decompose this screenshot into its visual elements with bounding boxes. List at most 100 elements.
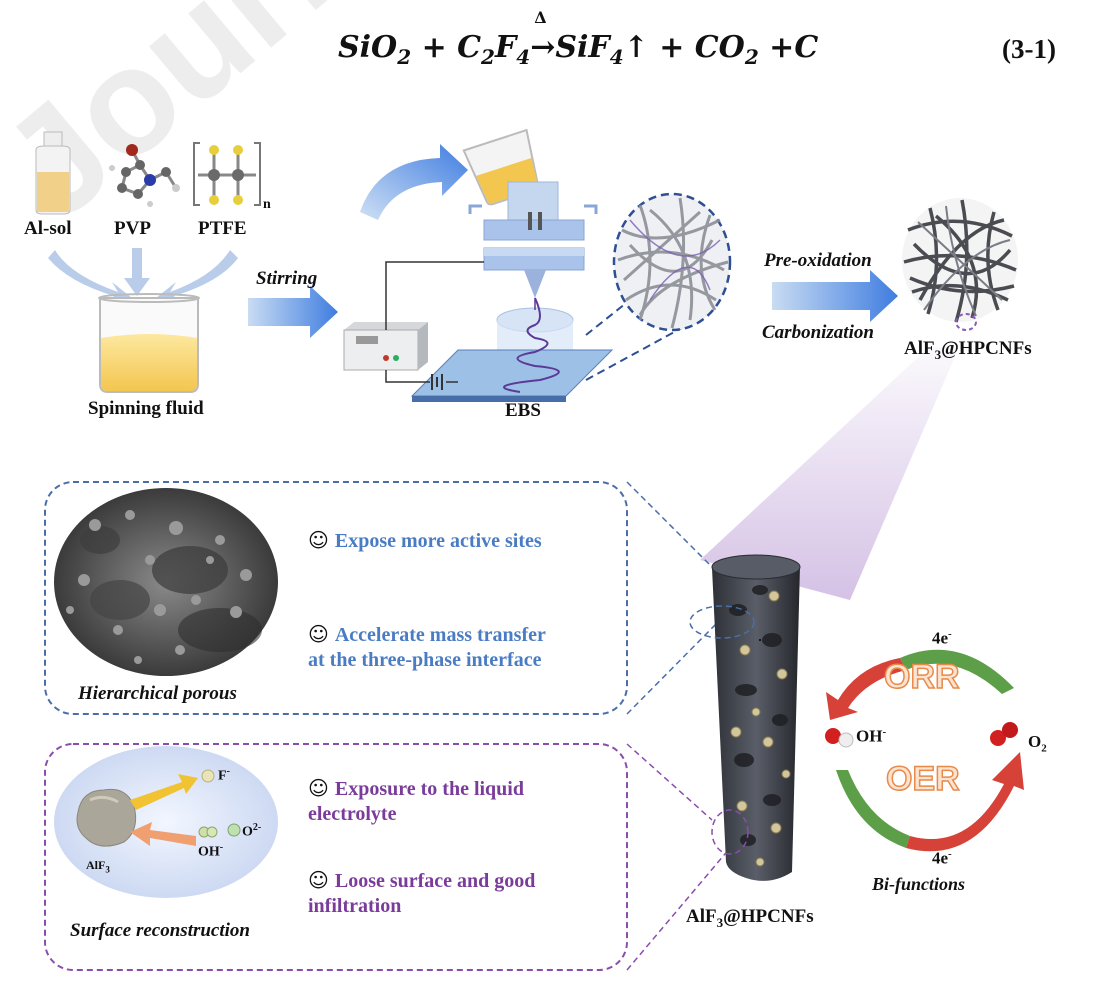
surface-point-1: ☺Exposure to the liquid electrolyte [308, 776, 524, 827]
label-alf3-particle: AlF3 [86, 858, 110, 874]
porous-point-2: ☺Accelerate mass transfer at the three-p… [308, 622, 546, 673]
label-oer: OER [885, 759, 960, 799]
oer-bottom-green-arc [836, 770, 910, 848]
text: Loose surface and good [334, 870, 536, 892]
text: AlF [86, 858, 106, 872]
carbonization-arrow [772, 270, 898, 322]
text: - [882, 726, 887, 738]
arrow-alsol [48, 250, 132, 304]
label-carbonization: Carbonization [762, 322, 874, 343]
pour-arrow [360, 144, 468, 220]
porous-connector [626, 619, 721, 715]
text: 3 [105, 864, 110, 875]
text: @HPCNFs [723, 906, 814, 927]
text: F [218, 768, 227, 784]
eq-sub: 2 [481, 45, 495, 69]
label-f-ion: F- [218, 766, 230, 785]
surface-reconstruction-image [54, 746, 278, 898]
eq-plus-c2: +C [758, 30, 819, 65]
eq-sub: 4 [609, 45, 624, 69]
orr-top-green-arc [900, 649, 1014, 694]
text: Expose more active sites [334, 530, 542, 552]
label-4e-bottom: 4e- [932, 848, 952, 869]
equation-number: (3-1) [1002, 34, 1056, 64]
porous-panel-frame [44, 481, 628, 715]
porous-point-1: ☺Expose more active sites [308, 528, 542, 554]
text: - [219, 842, 224, 853]
electrospinning-apparatus [343, 181, 614, 402]
pvp-molecule-icon [109, 144, 180, 207]
eq-sif: SiF [555, 30, 610, 65]
text: infiltration [308, 895, 402, 917]
oh-adsorb-arrow [130, 822, 196, 846]
smile-icon: ☺ [308, 528, 329, 552]
text: OH [856, 726, 883, 746]
eq-sub: 4 [516, 45, 531, 69]
label-pvp: PVP [114, 218, 151, 239]
label-ptfe: PTFE [198, 218, 247, 239]
eq-sub: 2 [397, 45, 412, 69]
eq-up-arrow: ↑ [623, 30, 649, 65]
ptfe-subscript: n [263, 197, 271, 212]
text: 4e [932, 628, 949, 648]
text: O [1028, 732, 1042, 751]
eq-sub: 2 [744, 45, 759, 69]
text: O [242, 824, 253, 840]
oer-red-arrowhead [906, 752, 1024, 852]
fiber-mat-zoom [585, 192, 732, 381]
label-pre-oxidation: Pre-oxidation [764, 250, 872, 271]
text: AlF [904, 338, 935, 359]
label-stirring: Stirring [256, 268, 318, 289]
label-orr: ORR [883, 657, 960, 697]
text: - [948, 628, 952, 640]
text: @HPCNFs [941, 338, 1032, 359]
text: electrolyte [308, 803, 397, 825]
label-oh-cycle: OH- [856, 726, 886, 747]
eq-arrow: → [530, 30, 556, 65]
label-al-sol: Al-sol [24, 218, 72, 239]
text: 3 [934, 346, 942, 362]
al-sol-bottle-icon [35, 131, 71, 215]
ptfe-structure-icon [193, 142, 261, 206]
text: Accelerate mass transfer [334, 624, 546, 646]
label-oh-ion: OH- [198, 842, 223, 861]
label-fiber-product: AlF3@HPCNFs [686, 906, 814, 931]
text: OH [198, 844, 220, 860]
surface-connector [626, 743, 713, 821]
stirring-arrow [248, 286, 338, 338]
eq-delta: Δ [534, 8, 547, 27]
f-release-arrow [130, 774, 198, 810]
carbon-fiber-mat-icon [902, 198, 1018, 331]
zoom-beam [700, 345, 960, 600]
orr-red-arrowhead [826, 658, 906, 720]
caption-surface-reconstruction: Surface reconstruction [70, 920, 250, 941]
eq-plus-c: + C [411, 30, 482, 65]
text: Exposure to the liquid [334, 778, 524, 800]
text: at the three-phase interface [308, 649, 542, 671]
smile-icon: ☺ [308, 868, 329, 892]
arrow-ptfe [156, 250, 238, 304]
label-o2-cycle: O2 [1028, 732, 1047, 754]
surface-panel-frame [44, 743, 628, 971]
label-4e-top: 4e- [932, 628, 952, 649]
label-o-ion: O2- [242, 822, 261, 841]
smile-icon: ☺ [308, 622, 329, 646]
label-spinning-fluid: Spinning fluid [88, 398, 204, 419]
surface-connector [626, 847, 731, 971]
single-fiber-image [689, 554, 801, 881]
text: 4e [932, 848, 949, 868]
beaker-icon [98, 293, 200, 393]
porous-structure-image [54, 488, 278, 676]
arrow-pvp [124, 248, 150, 296]
text: 3 [716, 914, 724, 930]
caption-bi-functions: Bi-functions [872, 874, 966, 894]
text: - [948, 848, 952, 860]
label-product-top: AlF3@HPCNFs [904, 338, 1032, 363]
text: - [226, 766, 230, 777]
text: AlF [686, 906, 717, 927]
surface-point-2: ☺Loose surface and good infiltration [308, 868, 535, 919]
text: 2 [1041, 742, 1047, 755]
